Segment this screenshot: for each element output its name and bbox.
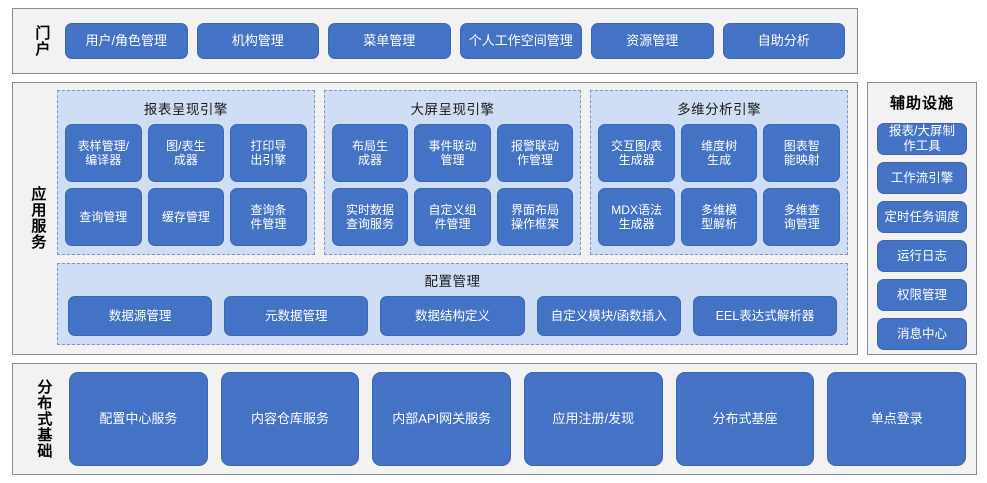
report-item-print-export-engine[interactable]: 打印导 出引擎 [230,124,307,182]
aux-item-runtime-log[interactable]: 运行日志 [877,240,967,272]
portal-button-group: 用户/角色管理 机构管理 菜单管理 个人工作空间管理 资源管理 自助分析 [61,15,849,67]
portal-item-resource[interactable]: 资源管理 [591,23,714,59]
app-service-section: 应用服务 报表呈现引擎 表样管理/ 编译器 图/表生 成器 打印导 出引擎 查询… [12,82,858,355]
bigscreen-item-alarm-linkage-action-management[interactable]: 报警联动 作管理 [496,124,574,182]
infra-item-content-repository-service[interactable]: 内容仓库服务 [220,372,360,466]
engine-items-report: 表样管理/ 编译器 图/表生 成器 打印导 出引擎 查询管理 缓存管理 查询条 … [65,124,307,246]
app-service-content: 报表呈现引擎 表样管理/ 编译器 图/表生 成器 打印导 出引擎 查询管理 缓存… [57,90,849,345]
portal-item-personal-workspace[interactable]: 个人工作空间管理 [459,23,582,59]
auxiliary-section-title: 辅助设施 [889,95,954,112]
middle-row: 应用服务 报表呈现引擎 表样管理/ 编译器 图/表生 成器 打印导 出引擎 查询… [12,8,977,355]
report-item-template-manager[interactable]: 表样管理/ 编译器 [65,124,142,182]
engine-title-report: 报表呈现引擎 [143,102,228,117]
portal-item-self-service-analysis[interactable]: 自助分析 [722,23,845,59]
aux-item-message-center[interactable]: 消息中心 [877,318,967,350]
portal-section-label: 门户 [33,25,51,57]
infrastructure-item-list: 配置中心服务 内容仓库服务 内部API网关服务 应用注册/发现 分布式基座 单点… [63,372,967,466]
auxiliary-item-list: 报表/大屏制 作工具 工作流引擎 定时任务调度 运行日志 权限管理 消息中心 [877,123,967,350]
config-item-metadata-management[interactable]: 元数据管理 [224,296,369,336]
engine-items-multidimensional: 交互图/表 生成器 维度树 生成 图表智 能映射 MDX语法 生成器 多维模 型… [598,124,840,246]
report-item-query-condition-management[interactable]: 查询条 件管理 [230,188,307,246]
engine-group-multidimensional: 多维分析引擎 交互图/表 生成器 维度树 生成 图表智 能映射 MDX语法 生成… [590,90,849,255]
infra-item-single-sign-on[interactable]: 单点登录 [827,372,967,466]
engine-items-bigscreen: 布局生 成器 事件联动 管理 报警联动 作管理 实时数据 查询服务 自定义组 件… [331,124,574,246]
infra-item-internal-api-gateway-service[interactable]: 内部API网关服务 [372,372,512,466]
multidim-item-interactive-chart-generator[interactable]: 交互图/表 生成器 [598,124,675,182]
config-management-title: 配置管理 [424,274,481,289]
auxiliary-section: 辅助设施 报表/大屏制 作工具 工作流引擎 定时任务调度 运行日志 权限管理 消… [867,82,977,355]
report-item-chart-generator[interactable]: 图/表生 成器 [147,124,225,182]
portal-item-organization[interactable]: 机构管理 [196,23,319,59]
infrastructure-section-label: 分布式基础 [35,379,53,459]
engines-row: 报表呈现引擎 表样管理/ 编译器 图/表生 成器 打印导 出引擎 查询管理 缓存… [57,90,849,255]
infrastructure-section: 分布式基础 配置中心服务 内容仓库服务 内部API网关服务 应用注册/发现 分布… [12,363,977,475]
top-row: 门户 用户/角色管理 机构管理 菜单管理 个人工作空间管理 资源管理 自助分析 [12,8,977,74]
multidim-item-multidim-query-management[interactable]: 多维查 询管理 [763,188,840,246]
multidim-item-dimension-tree-generation[interactable]: 维度树 生成 [680,124,758,182]
config-item-datasource-management[interactable]: 数据源管理 [68,296,213,336]
bigscreen-item-ui-layout-framework[interactable]: 界面布局 操作框架 [496,188,574,246]
infra-item-app-registry-discovery[interactable]: 应用注册/发现 [524,372,663,466]
config-management-group: 配置管理 数据源管理 元数据管理 数据结构定义 自定义模块/函数插入 EEL表达… [57,263,848,345]
engine-group-report: 报表呈现引擎 表样管理/ 编译器 图/表生 成器 打印导 出引擎 查询管理 缓存… [57,90,315,255]
config-item-eel-expression-parser[interactable]: EEL表达式解析器 [692,296,838,336]
bottom-row: 分布式基础 配置中心服务 内容仓库服务 内部API网关服务 应用注册/发现 分布… [12,363,977,475]
bigscreen-item-custom-component-management[interactable]: 自定义组 件管理 [414,188,491,246]
aux-item-scheduled-task[interactable]: 定时任务调度 [877,201,967,233]
infra-item-config-center-service[interactable]: 配置中心服务 [69,372,208,466]
aux-item-report-bigscreen-tool[interactable]: 报表/大屏制 作工具 [877,123,967,155]
config-item-custom-module-function-insert[interactable]: 自定义模块/函数插入 [536,296,681,336]
report-item-cache-management[interactable]: 缓存管理 [147,188,225,246]
multidim-item-mdx-syntax-generator[interactable]: MDX语法 生成器 [598,188,675,246]
portal-item-menu[interactable]: 菜单管理 [328,23,451,59]
multidim-item-chart-smart-mapping[interactable]: 图表智 能映射 [763,124,840,182]
infra-item-distributed-base[interactable]: 分布式基座 [675,372,815,466]
aux-item-permission-management[interactable]: 权限管理 [877,279,967,311]
bigscreen-item-realtime-data-query-service[interactable]: 实时数据 查询服务 [331,188,409,246]
portal-section: 门户 用户/角色管理 机构管理 菜单管理 个人工作空间管理 资源管理 自助分析 [12,8,858,74]
engine-group-bigscreen: 大屏呈现引擎 布局生 成器 事件联动 管理 报警联动 作管理 实时数据 查询服务… [323,90,582,255]
engine-title-bigscreen: 大屏呈现引擎 [410,102,495,117]
bigscreen-item-layout-generator[interactable]: 布局生 成器 [331,124,409,182]
config-management-items: 数据源管理 元数据管理 数据结构定义 自定义模块/函数插入 EEL表达式解析器 [66,296,839,336]
app-service-section-label: 应用服务 [29,185,47,250]
report-item-query-management[interactable]: 查询管理 [65,188,142,246]
portal-item-user-role[interactable]: 用户/角色管理 [65,23,188,59]
engine-title-multidimensional: 多维分析引擎 [677,102,762,117]
bigscreen-item-event-linkage-management[interactable]: 事件联动 管理 [414,124,491,182]
config-item-data-structure-definition[interactable]: 数据结构定义 [380,296,525,336]
aux-item-workflow-engine[interactable]: 工作流引擎 [877,162,967,194]
multidim-item-multidim-model-parsing[interactable]: 多维模 型解析 [680,188,758,246]
